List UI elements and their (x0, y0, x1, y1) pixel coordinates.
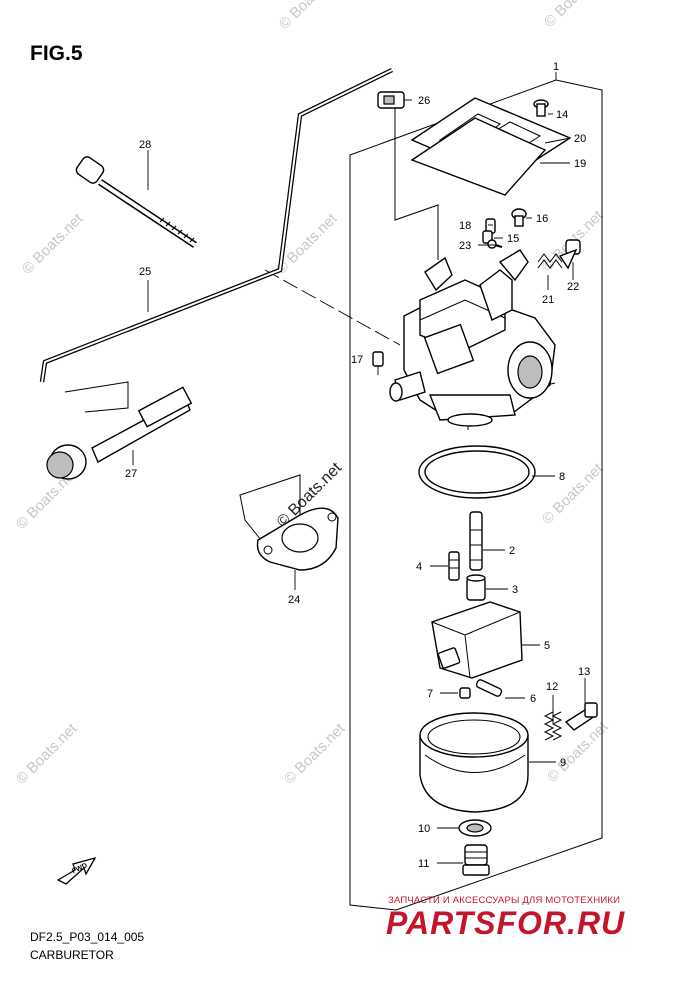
watermark: © Boats.net (539, 460, 607, 528)
callout-13: 13 (578, 666, 590, 678)
callout-4: 4 (416, 561, 422, 573)
plate-19 (410, 117, 547, 196)
choke-rod-25 (39, 67, 393, 383)
brand-tagline: ЗАПЧАСТИ И АКСЕССУАРЫ ДЛЯ МОТОТЕХНИКИ (388, 895, 621, 906)
callout-27: 27 (125, 468, 137, 480)
callout-2: 2 (509, 545, 515, 557)
callout-5: 5 (544, 640, 550, 652)
callout-15: 15 (507, 233, 519, 245)
watermark: © Boats.net (276, 0, 344, 33)
callout-16: 16 (536, 213, 548, 225)
screw-16 (511, 208, 527, 227)
screw-23 (487, 239, 503, 249)
figure-code: DF2.5_P03_014_005 (30, 930, 145, 944)
watermark: © Boats.net (281, 720, 349, 788)
spring-21 (537, 253, 563, 269)
callout-18: 18 (459, 220, 471, 232)
float-pin-6 (475, 679, 503, 697)
callout-22: 22 (567, 281, 579, 293)
pilot-jet-4 (448, 551, 460, 581)
washer-10 (458, 819, 492, 837)
callout-26: 26 (418, 95, 430, 107)
plug-17 (372, 351, 384, 367)
choke-knob-27 (46, 386, 193, 480)
brand-logo[interactable]: PARTSFOR.RU (386, 905, 626, 941)
callout-labels: 1 2 3 4 5 6 7 8 9 10 11 12 13 14 15 16 1… (125, 61, 590, 870)
watermark: © Boats.net (19, 210, 87, 278)
figure-name: CARBURETOR (30, 948, 114, 962)
float-bowl-9 (419, 712, 529, 813)
callout-17: 17 (351, 354, 363, 366)
emulsion-tube-2 (469, 511, 483, 571)
callout-28: 28 (139, 139, 151, 151)
callout-12: 12 (546, 681, 558, 693)
screw-14 (533, 99, 549, 117)
gasket-24 (256, 507, 339, 571)
callout-9: 9 (560, 757, 566, 769)
spring-12 (543, 711, 563, 741)
callout-14: 14 (556, 109, 568, 121)
callout-24: 24 (288, 594, 300, 606)
callout-1: 1 (553, 61, 559, 73)
callout-8: 8 (559, 471, 565, 483)
clip-26 (377, 91, 405, 109)
watermark: © Boats.net (541, 0, 609, 31)
main-jet-3 (466, 574, 486, 601)
o-ring-8 (418, 445, 536, 499)
callout-7: 7 (427, 688, 433, 700)
leader-lines (132, 72, 586, 864)
fwd-arrow-icon: FWD (56, 856, 97, 885)
bolt-28 (75, 156, 197, 248)
callout-19: 19 (574, 158, 586, 170)
screw-22 (558, 239, 581, 270)
carburetor-body (389, 249, 556, 427)
callout-10: 10 (418, 823, 430, 835)
callout-11: 11 (418, 858, 429, 870)
needle-7 (459, 687, 471, 699)
callout-23: 23 (459, 240, 471, 252)
float-5 (431, 601, 523, 679)
watermark: © Boats.net (13, 720, 81, 788)
callout-25: 25 (139, 266, 151, 278)
callout-6: 6 (530, 693, 536, 705)
drain-bolt-11 (462, 844, 490, 876)
callout-21: 21 (542, 294, 554, 306)
callout-3: 3 (512, 584, 518, 596)
callout-20: 20 (574, 133, 586, 145)
figure-title: FIG.5 (30, 42, 83, 65)
idle-screw-13 (564, 702, 598, 731)
